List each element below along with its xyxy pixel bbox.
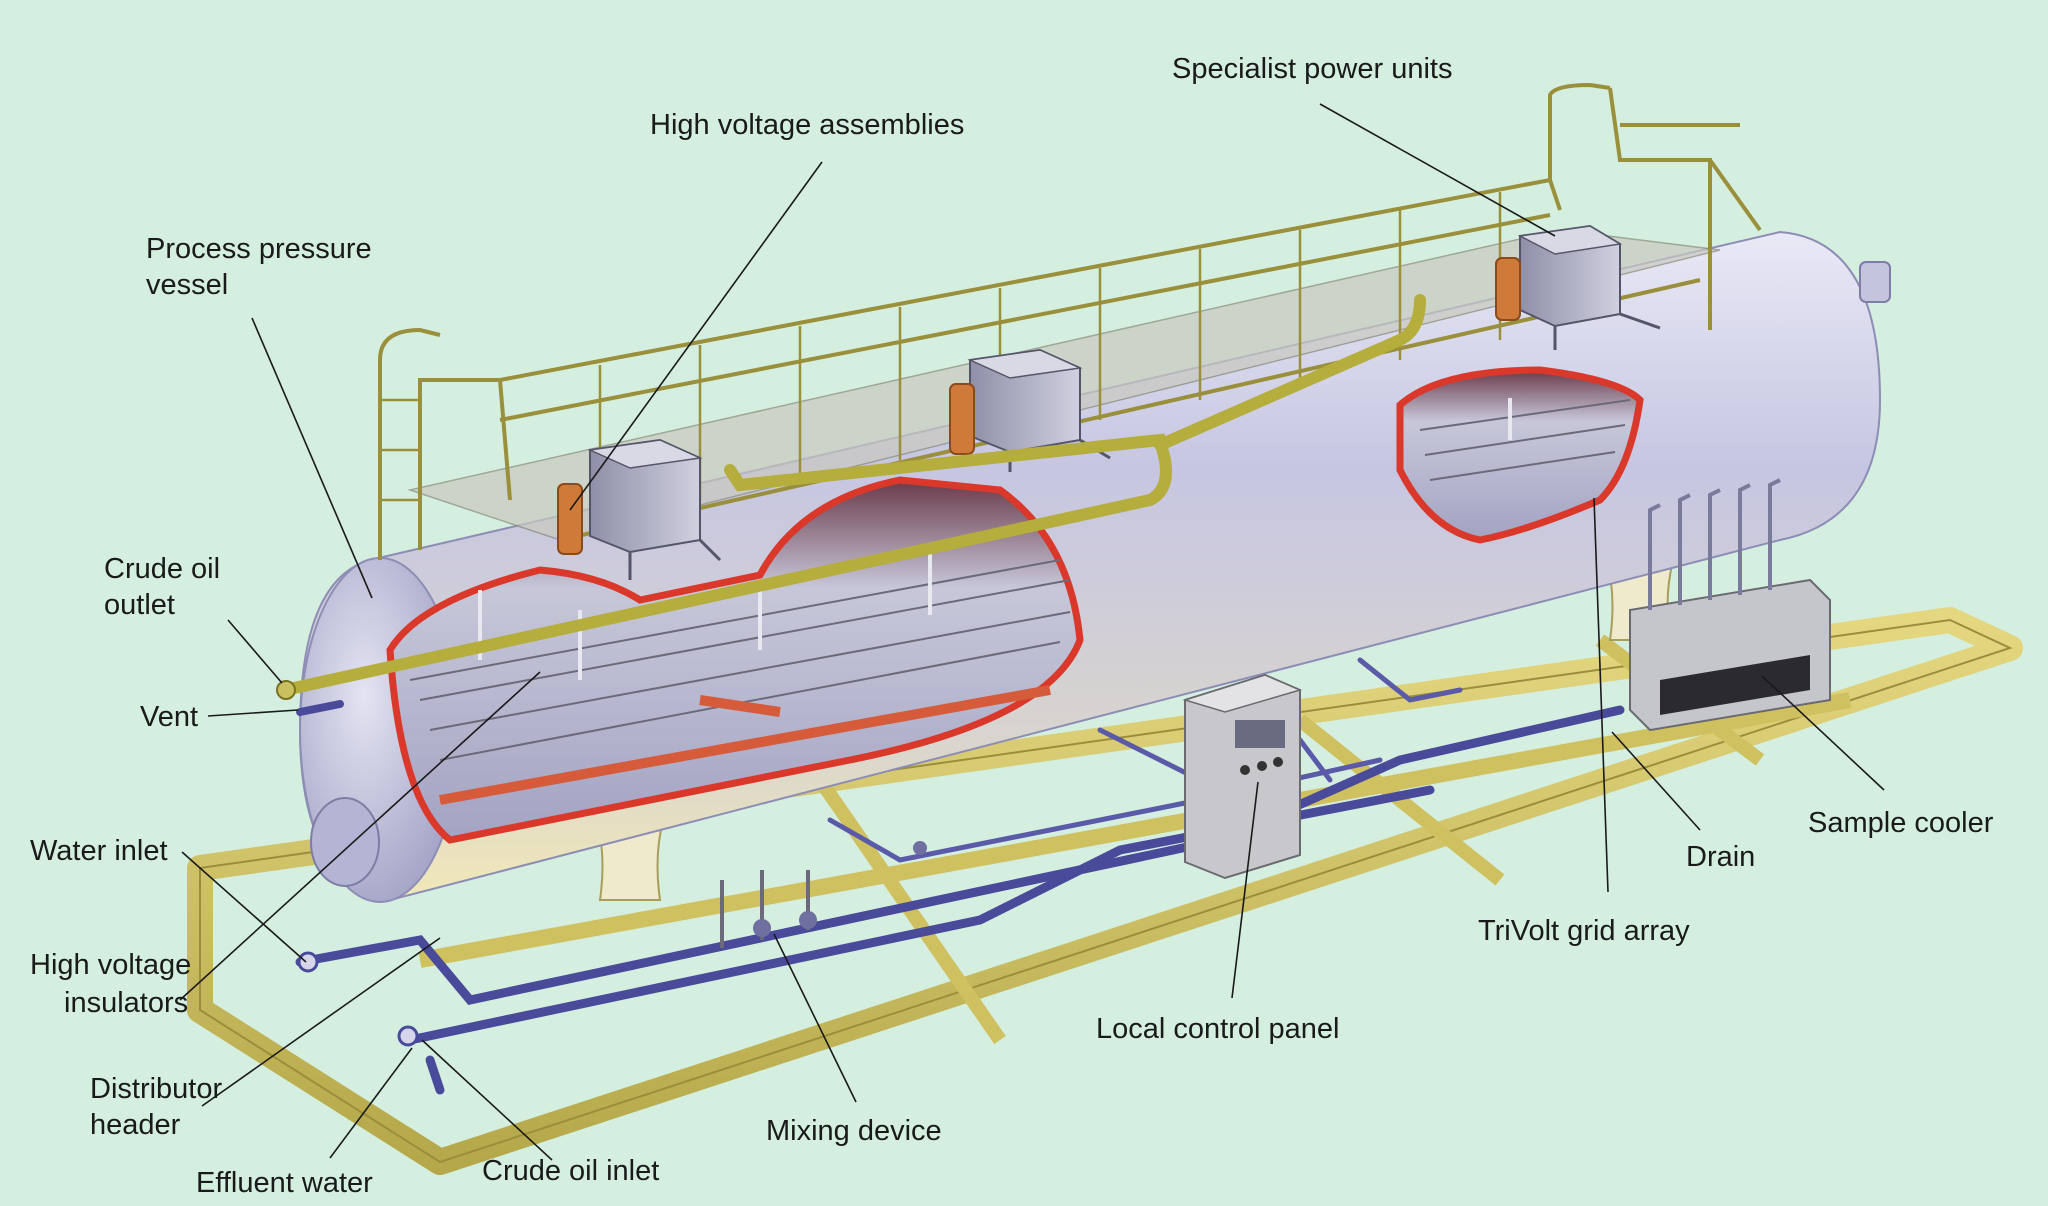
label-local-control-panel: Local control panel — [1096, 1013, 1339, 1045]
label-high-voltage-assemblies: High voltage assemblies — [650, 109, 964, 141]
label-trivolt-grid-array: TriVolt grid array — [1478, 915, 1690, 947]
leader-local-control-panel — [1231, 781, 1259, 999]
leader-mixing-device — [773, 933, 857, 1103]
local-control-panel-cabinet — [1182, 673, 1303, 880]
label-sample-cooler: Sample cooler — [1808, 807, 1994, 839]
leader-drain — [1611, 731, 1701, 831]
leader-crude-oil-outlet — [227, 619, 283, 684]
label-distributor-header-line2: header — [90, 1109, 181, 1141]
label-crude-oil-outlet-line2: outlet — [104, 589, 175, 621]
label-crude-oil-inlet: Crude oil inlet — [482, 1155, 659, 1187]
leader-sample-cooler — [1761, 675, 1885, 791]
leader-specialist-power-units — [1319, 103, 1556, 237]
leader-effluent-water — [329, 1047, 413, 1159]
label-crude-oil-outlet-line1: Crude oil — [104, 553, 220, 585]
label-specialist-power-units: Specialist power units — [1172, 53, 1452, 85]
label-drain: Drain — [1686, 841, 1755, 873]
hv-insulator-1 — [557, 483, 583, 555]
hv-insulator-2 — [949, 383, 975, 455]
leader-crude-oil-inlet — [421, 1039, 553, 1161]
leader-lines — [179, 103, 1885, 1161]
label-process-pressure-vessel-line1: Process pressure — [146, 233, 372, 265]
label-mixing-device: Mixing device — [766, 1115, 942, 1147]
callout-labels: Specialist power units High voltage asse… — [30, 53, 1994, 1199]
power-unit-1 — [587, 438, 722, 580]
leader-high-voltage-assemblies — [569, 161, 823, 511]
label-high-voltage-insulators-line1: High voltage — [30, 949, 191, 981]
power-unit-2 — [967, 348, 1111, 472]
leader-distributor-header — [201, 937, 441, 1107]
hv-insulator-3 — [1495, 257, 1521, 321]
crude-oil-outlet-pipe — [276, 294, 1426, 700]
leader-process-pressure-vessel — [251, 317, 373, 599]
label-water-inlet: Water inlet — [30, 835, 168, 867]
label-vent: Vent — [140, 701, 198, 733]
label-effluent-water: Effluent water — [196, 1167, 373, 1199]
label-high-voltage-insulators-line2: insulators — [64, 987, 188, 1019]
leader-high-voltage-insulators — [179, 671, 541, 1001]
label-distributor-header-line1: Distributor — [90, 1073, 222, 1105]
vent-pipe — [296, 700, 344, 716]
vessel-cutaway-rear — [1396, 366, 1644, 544]
vessel-cutaway-front — [386, 476, 1084, 844]
label-process-pressure-vessel-line2: vessel — [146, 269, 228, 301]
leader-trivolt-grid-array — [1593, 497, 1609, 893]
leader-vent — [207, 709, 299, 717]
leader-water-inlet — [181, 851, 307, 963]
